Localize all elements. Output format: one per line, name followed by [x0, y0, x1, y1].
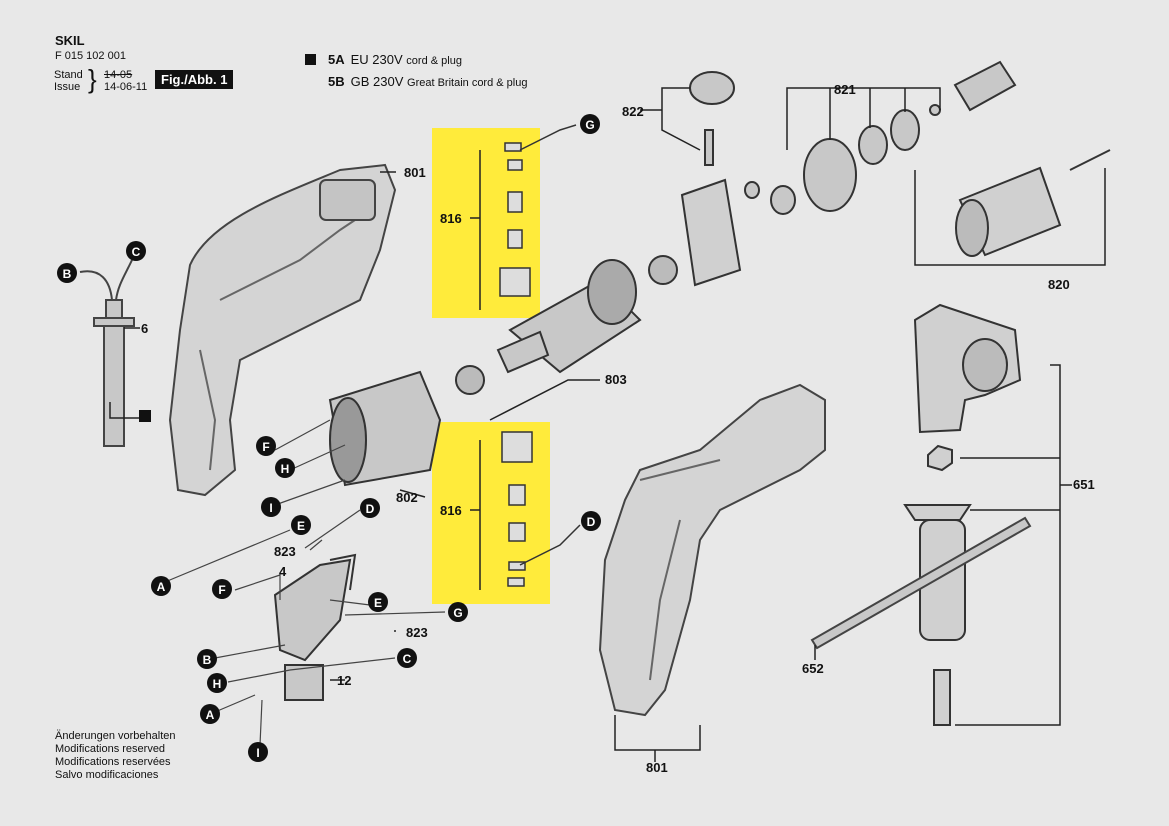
callout-B1: B: [57, 263, 77, 283]
legend-detail: Great Britain cord & plug: [407, 77, 528, 89]
part-number-802: 802: [396, 490, 418, 505]
svg-text:H: H: [281, 462, 290, 476]
part-number-816-bottom: 816: [440, 503, 462, 518]
legend-code: 5B: [328, 74, 345, 89]
part-number-823-bottom: 823: [406, 625, 428, 640]
issue-value: 14-06-11: [104, 81, 148, 93]
callout-F1: F: [256, 436, 276, 456]
note-line: Modifications reserved: [55, 743, 166, 755]
armature: [455, 255, 678, 395]
svg-text:F: F: [262, 440, 269, 454]
part-number-12: 12: [337, 673, 351, 688]
drill-chuck: [955, 149, 1111, 257]
spindle: [929, 60, 1017, 116]
callout-A1: A: [151, 576, 171, 596]
svg-text:C: C: [132, 245, 141, 259]
bearing-plate: [680, 178, 742, 287]
callout-F2: F: [212, 579, 232, 599]
issue-label: Issue: [54, 81, 81, 93]
figure-label: Fig./Abb. 1: [155, 70, 234, 89]
svg-text:G: G: [453, 606, 462, 620]
svg-text:B: B: [203, 653, 212, 667]
legend-code: 5A: [328, 52, 345, 67]
wire-callouts: G C B F H I E D A F E G B C H A I D: [57, 114, 601, 762]
svg-text:I: I: [269, 501, 272, 515]
switch-assembly: [273, 553, 357, 701]
callout-lines: [109, 87, 1106, 762]
callout-D2: D: [581, 511, 601, 531]
part-number-823-top: 823: [274, 544, 296, 559]
auxiliary-handle: [903, 303, 1022, 726]
callout-I2: I: [248, 742, 268, 762]
power-cord: [79, 259, 135, 447]
brand-name: SKIL: [55, 33, 85, 48]
brush-stack-bottom: [501, 431, 581, 587]
selector-knob: [689, 71, 735, 166]
part-number-803: 803: [605, 372, 627, 387]
callout-H1: H: [275, 458, 295, 478]
part-number-820: 820: [1048, 277, 1070, 292]
svg-text:I: I: [256, 746, 259, 760]
brush-stack-top: [499, 124, 577, 297]
housing-half: [168, 163, 397, 497]
callout-A2: A: [200, 704, 220, 724]
callout-I1: I: [261, 497, 281, 517]
callout-H2: H: [207, 673, 227, 693]
callout-E2: E: [368, 592, 388, 612]
modification-notes: Änderungen vorbehalten Modifications res…: [55, 730, 175, 782]
note-line: Salvo modificaciones: [55, 769, 159, 781]
part-number-labels: 801 816 816 802 803 822 821 820 651 652 …: [141, 82, 1095, 775]
svg-text:E: E: [374, 596, 382, 610]
part-number-4: 4: [279, 564, 287, 579]
part-number-6: 6: [141, 321, 148, 336]
note-line: Änderungen vorbehalten: [55, 730, 176, 742]
stand-label: Stand: [54, 69, 83, 81]
callout-C2: C: [397, 648, 417, 668]
svg-text:E: E: [297, 519, 305, 533]
part-number-822: 822: [622, 104, 644, 119]
part-number-801-bottom: 801: [646, 760, 668, 775]
svg-text:G: G: [585, 118, 594, 132]
svg-text:D: D: [366, 502, 375, 516]
part-number-821: 821: [834, 82, 856, 97]
svg-text:A: A: [206, 708, 215, 722]
drill-body: [598, 383, 826, 717]
callout-B2: B: [197, 649, 217, 669]
cord-variant-marker: [139, 410, 151, 422]
legend-text: EU 230V: [350, 52, 403, 67]
stand-value: 14-05: [104, 69, 133, 81]
part-number-651: 651: [1073, 477, 1095, 492]
callout-G2: G: [448, 602, 468, 622]
svg-text:H: H: [213, 677, 222, 691]
legend-text: GB 230V: [350, 74, 404, 89]
part-number-816-top: 816: [440, 211, 462, 226]
callout-D1: D: [360, 498, 380, 518]
brace-symbol: }: [88, 64, 97, 94]
wires: [164, 419, 446, 746]
svg-text:C: C: [403, 652, 412, 666]
callout-E1: E: [291, 515, 311, 535]
part-number-801-top: 801: [404, 165, 426, 180]
legend-row-5a: 5A EU 230V cord & plug: [328, 52, 462, 67]
gear-set: [744, 109, 920, 215]
callout-G1: G: [580, 114, 600, 134]
legend-row-5b: 5B GB 230V Great Britain cord & plug: [328, 74, 527, 89]
legend-square-marker: [305, 54, 316, 65]
svg-text:F: F: [218, 583, 225, 597]
note-line: Modifications reservées: [55, 756, 171, 768]
svg-text:B: B: [63, 267, 72, 281]
svg-text:D: D: [587, 515, 596, 529]
stator: [328, 370, 442, 487]
part-number-652: 652: [802, 661, 824, 676]
callout-C1: C: [126, 241, 146, 261]
svg-text:A: A: [157, 580, 166, 594]
legend-detail: cord & plug: [406, 55, 462, 67]
document-number: F 015 102 001: [55, 50, 126, 62]
